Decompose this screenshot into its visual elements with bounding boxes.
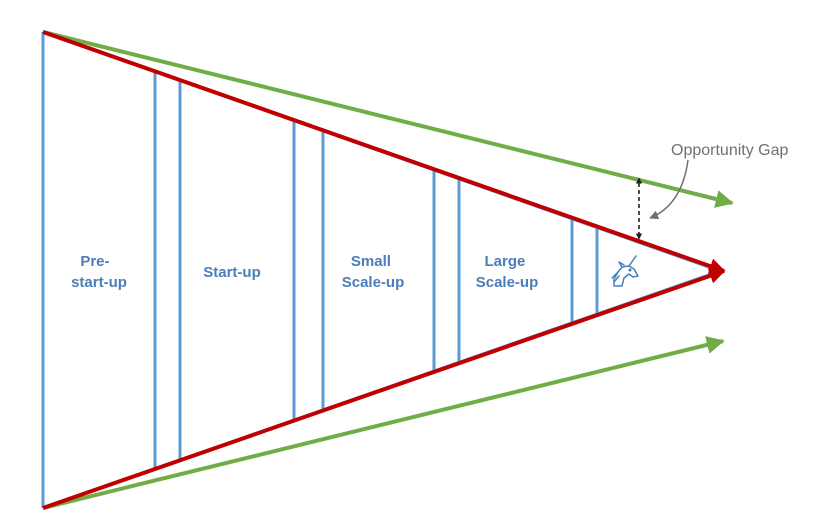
stage-label-start-up: Start-up	[203, 264, 261, 281]
green-arrow-bottom	[42, 336, 725, 510]
unicorn-icon	[611, 255, 639, 287]
stage-dividers	[153, 72, 599, 469]
stage-label-small-scale-up-line-2: Scale-up	[342, 274, 405, 291]
stage-label-small-scale-up-line-1: Small	[351, 253, 391, 270]
stage-label-start-up-line-1: Start-up	[203, 264, 261, 281]
stage-label-pre-start-up: Pre- start-up	[71, 253, 127, 291]
stage-label-pre-start-up-line-1: Pre-	[80, 253, 109, 270]
opportunity-gap-pointer	[649, 159, 689, 220]
stage-label-large-scale-up: Large Scale-up	[476, 253, 539, 291]
stage-label-large-scale-up-line-1: Large	[484, 253, 525, 270]
green-arrow-top	[42, 30, 734, 208]
stage-triangle	[41, 30, 721, 510]
opportunity-gap-label: Opportunity Gap	[671, 142, 789, 159]
stage-label-small-scale-up: Small Scale-up	[342, 253, 405, 291]
stage-label-large-scale-up-line-2: Scale-up	[476, 274, 539, 291]
red-arrow-top	[42, 30, 726, 274]
stage-label-pre-start-up-line-2: start-up	[71, 274, 127, 291]
green-arrows	[42, 30, 734, 510]
red-arrow-bottom	[42, 268, 726, 510]
red-funnel	[42, 30, 726, 510]
